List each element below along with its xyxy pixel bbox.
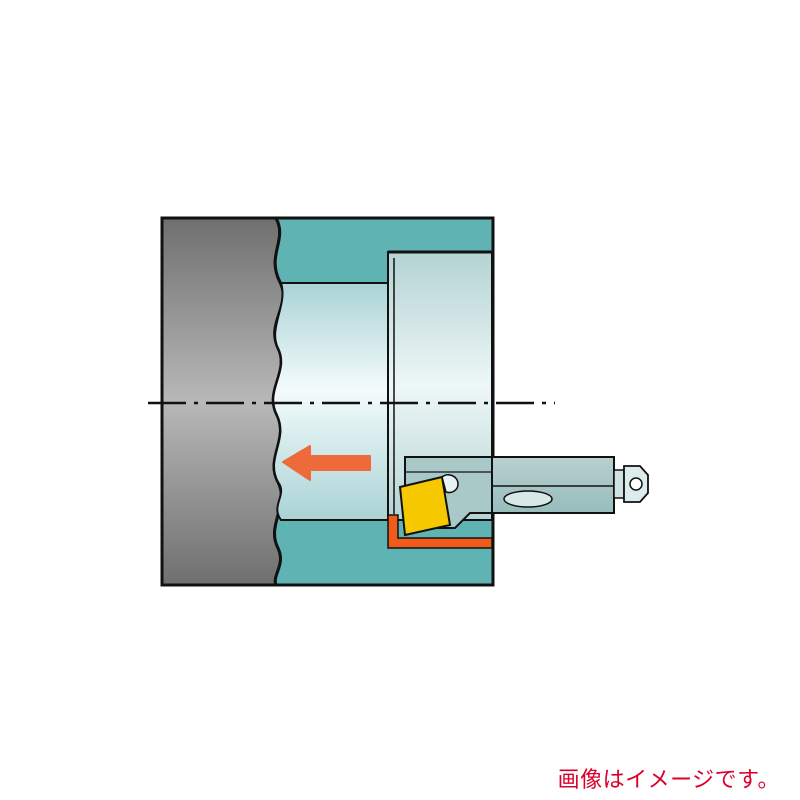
screw-icon [613,465,649,503]
image-disclaimer-caption: 画像はイメージです。 [557,768,780,793]
bore-surface [272,282,389,521]
workpiece-section [160,216,285,587]
chip-layer [387,514,493,549]
cutting-insert-icon [398,474,459,537]
arrow-left-icon [282,445,371,481]
